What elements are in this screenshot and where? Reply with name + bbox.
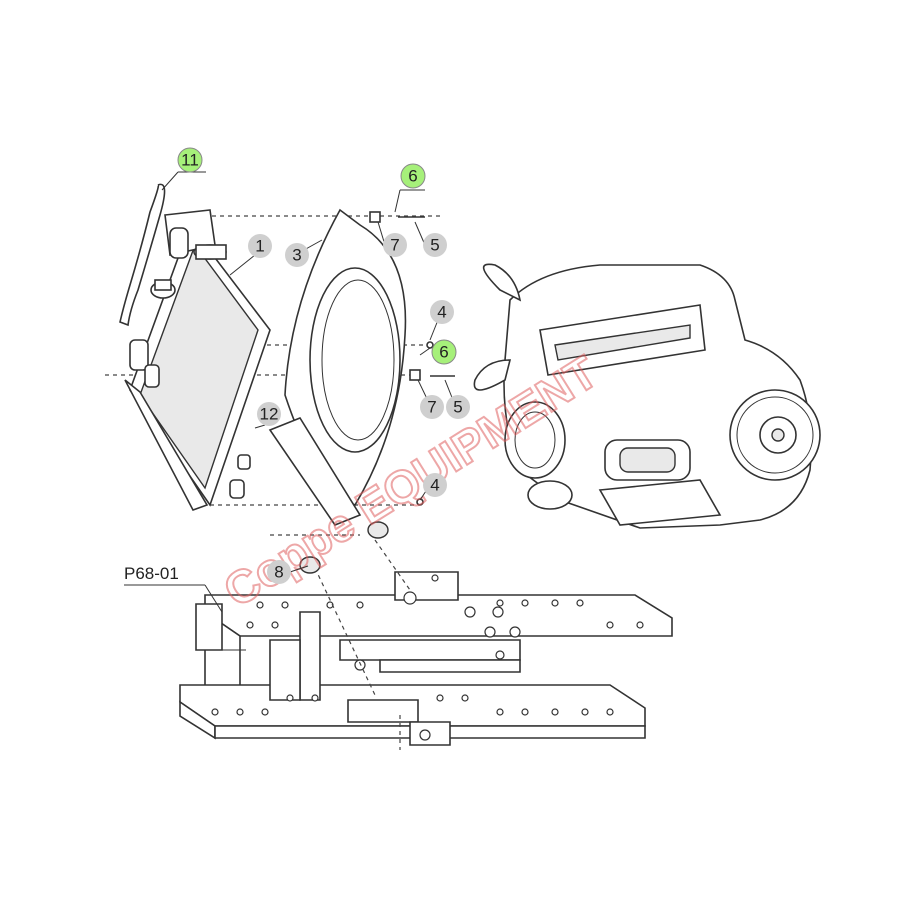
callout-11: 11 <box>177 147 203 173</box>
callout-1: 1 <box>248 234 272 258</box>
callout-5-lower: 5 <box>446 395 470 419</box>
engine <box>473 263 821 529</box>
svg-text:5: 5 <box>453 398 462 417</box>
callouts: 11 6 6 1 2 3 4 4 <box>177 147 470 584</box>
svg-text:4: 4 <box>437 303 446 322</box>
callout-4-lower: 4 <box>423 473 447 497</box>
callout-4-upper: 4 <box>430 300 454 324</box>
svg-text:11: 11 <box>181 151 199 170</box>
svg-text:8: 8 <box>274 563 283 582</box>
callout-5-upper: 5 <box>423 233 447 257</box>
callout-3: 3 <box>285 243 309 267</box>
frame <box>179 571 673 746</box>
svg-text:1: 1 <box>255 237 264 256</box>
svg-text:6: 6 <box>408 167 417 186</box>
svg-text:7: 7 <box>427 398 436 417</box>
fan-shroud <box>268 208 455 574</box>
reference-label[interactable]: P68-01 <box>124 564 179 583</box>
svg-text:7: 7 <box>390 236 399 255</box>
svg-text:6: 6 <box>439 343 448 362</box>
callout-8: 8 <box>267 560 291 584</box>
callout-6-top: 6 <box>400 163 426 189</box>
svg-text:3: 3 <box>292 246 301 265</box>
radiator <box>119 183 271 511</box>
svg-text:4: 4 <box>430 476 439 495</box>
svg-text:5: 5 <box>430 236 439 255</box>
svg-text:12: 12 <box>260 405 279 424</box>
callout-7-upper: 7 <box>383 233 407 257</box>
callout-12: 12 <box>257 402 281 426</box>
callout-6-middle: 6 <box>431 339 457 365</box>
callout-7-lower: 7 <box>420 395 444 419</box>
